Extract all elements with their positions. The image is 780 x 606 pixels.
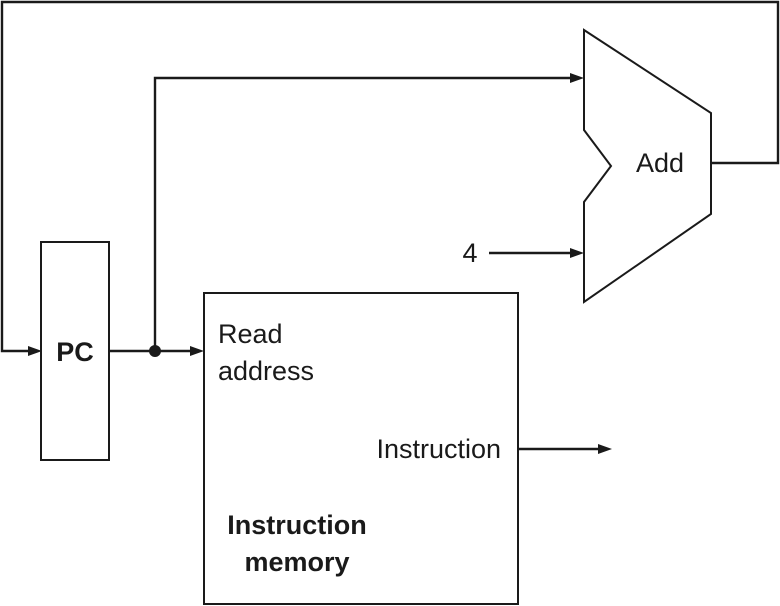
pc-update-feedback-wire (0, 0, 780, 353)
pc-to-adder-wire (153, 76, 573, 351)
instruction-memory-title-line2: memory (244, 547, 349, 577)
instruction-memory-title-line1: Instruction (227, 510, 367, 540)
read-address-label-line1: Read (218, 319, 283, 349)
read-address-label-line2: address (218, 356, 314, 386)
instruction-output-arrowhead (598, 444, 612, 454)
read-address-arrowhead (190, 346, 204, 356)
adder-input-a-arrowhead (570, 73, 584, 83)
adder-label: Add (636, 148, 684, 178)
instruction-output-label: Instruction (376, 434, 501, 464)
instruction-memory-block (203, 292, 519, 605)
adder-input-b-arrowhead (570, 248, 584, 258)
pc-input-arrowhead (28, 346, 42, 356)
pc-label: PC (56, 337, 94, 367)
constant-four-label: 4 (462, 238, 477, 268)
adder-unit (583, 28, 712, 304)
